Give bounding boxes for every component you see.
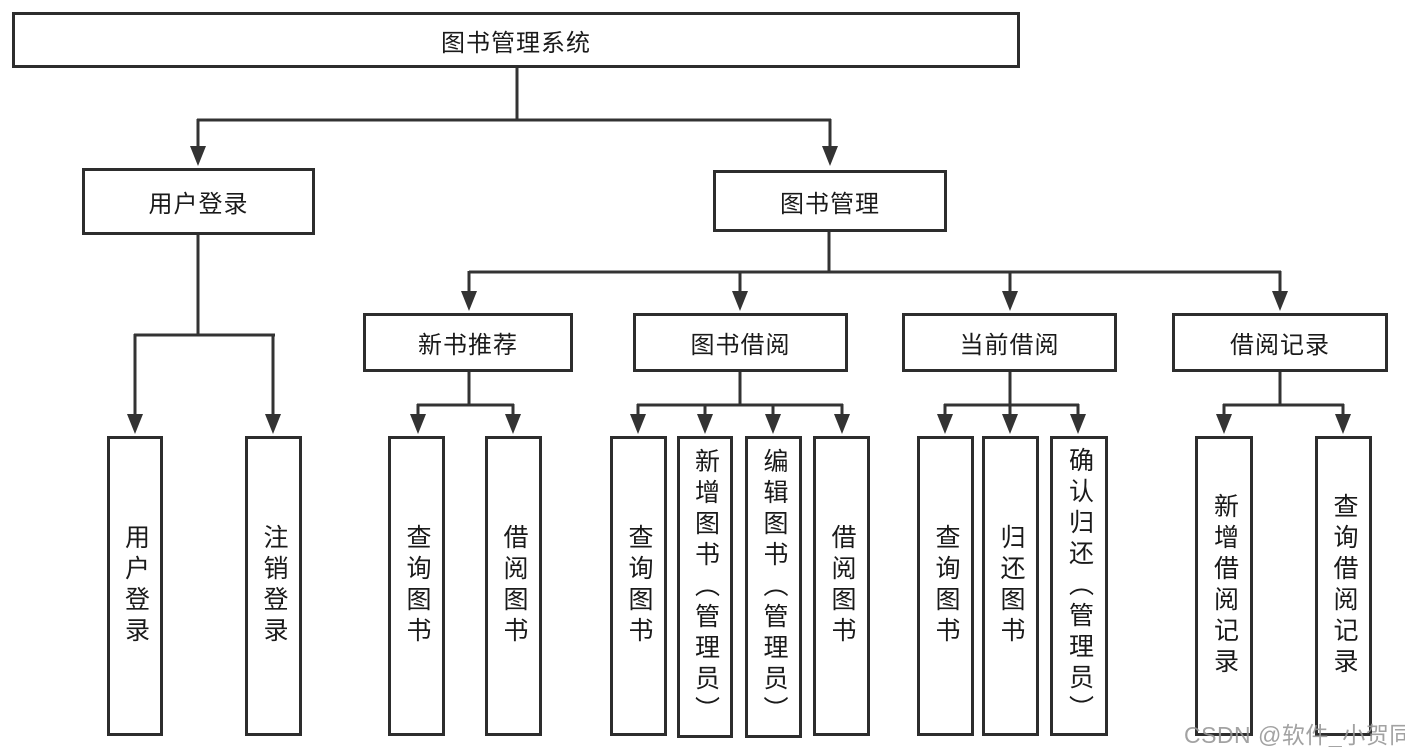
leaf-return-books: 归还图书: [982, 436, 1039, 736]
node-root-library-system: 图书管理系统: [12, 12, 1020, 68]
arrowhead: [265, 414, 281, 434]
arrowhead: [461, 291, 477, 311]
leaf-borrow-books: 借阅图书: [813, 436, 870, 736]
connector-root-to-level2: [190, 68, 838, 166]
leaf-add-books-admin: 新增图书（管理员）: [677, 436, 733, 738]
node-user-login: 用户登录: [82, 168, 315, 235]
leaf-query-books-current: 查询图书: [917, 436, 974, 736]
leaf-logout: 注销登录: [245, 436, 302, 736]
leaf-add-borrow-record: 新增借阅记录: [1195, 436, 1253, 736]
arrowhead: [1002, 291, 1018, 311]
connector-user-login-children: [127, 235, 281, 434]
arrowhead: [127, 414, 143, 434]
leaf-edit-books-admin: 编辑图书（管理员）: [745, 436, 802, 738]
leaf-query-books-borrow: 查询图书: [610, 436, 667, 736]
connector-book-management-children: [461, 232, 1288, 311]
arrowhead: [410, 414, 426, 434]
arrowhead: [630, 414, 646, 434]
node-book-borrow: 图书借阅: [633, 313, 848, 372]
arrowhead: [1272, 291, 1288, 311]
arrowhead: [1216, 414, 1232, 434]
leaf-borrow-books-recommend: 借阅图书: [485, 436, 542, 736]
connector-current-borrow-children: [937, 372, 1086, 434]
node-book-management: 图书管理: [713, 170, 947, 232]
arrowhead: [732, 291, 748, 311]
arrowhead: [190, 146, 206, 166]
leaf-query-books-recommend: 查询图书: [388, 436, 445, 736]
leaf-confirm-return-admin: 确认归还（管理员）: [1050, 436, 1108, 736]
arrowhead: [1335, 414, 1351, 434]
connector-book-borrow-children: [630, 372, 850, 434]
leaf-query-borrow-record: 查询借阅记录: [1315, 436, 1372, 736]
arrowhead: [697, 414, 713, 434]
arrowhead: [765, 414, 781, 434]
node-current-borrow: 当前借阅: [902, 313, 1117, 372]
arrowhead: [937, 414, 953, 434]
arrowhead: [1070, 414, 1086, 434]
node-borrow-records: 借阅记录: [1172, 313, 1388, 372]
arrowhead: [505, 414, 521, 434]
csdn-watermark: CSDN @软件_小贺同学: [1184, 722, 1405, 747]
connector-new-book-recommend-children: [410, 372, 521, 434]
arrowhead: [1002, 414, 1018, 434]
arrowhead: [834, 414, 850, 434]
node-new-book-recommend: 新书推荐: [363, 313, 573, 372]
arrowhead: [822, 146, 838, 166]
leaf-user-login: 用户登录: [107, 436, 163, 736]
connector-borrow-records-children: [1216, 372, 1351, 434]
